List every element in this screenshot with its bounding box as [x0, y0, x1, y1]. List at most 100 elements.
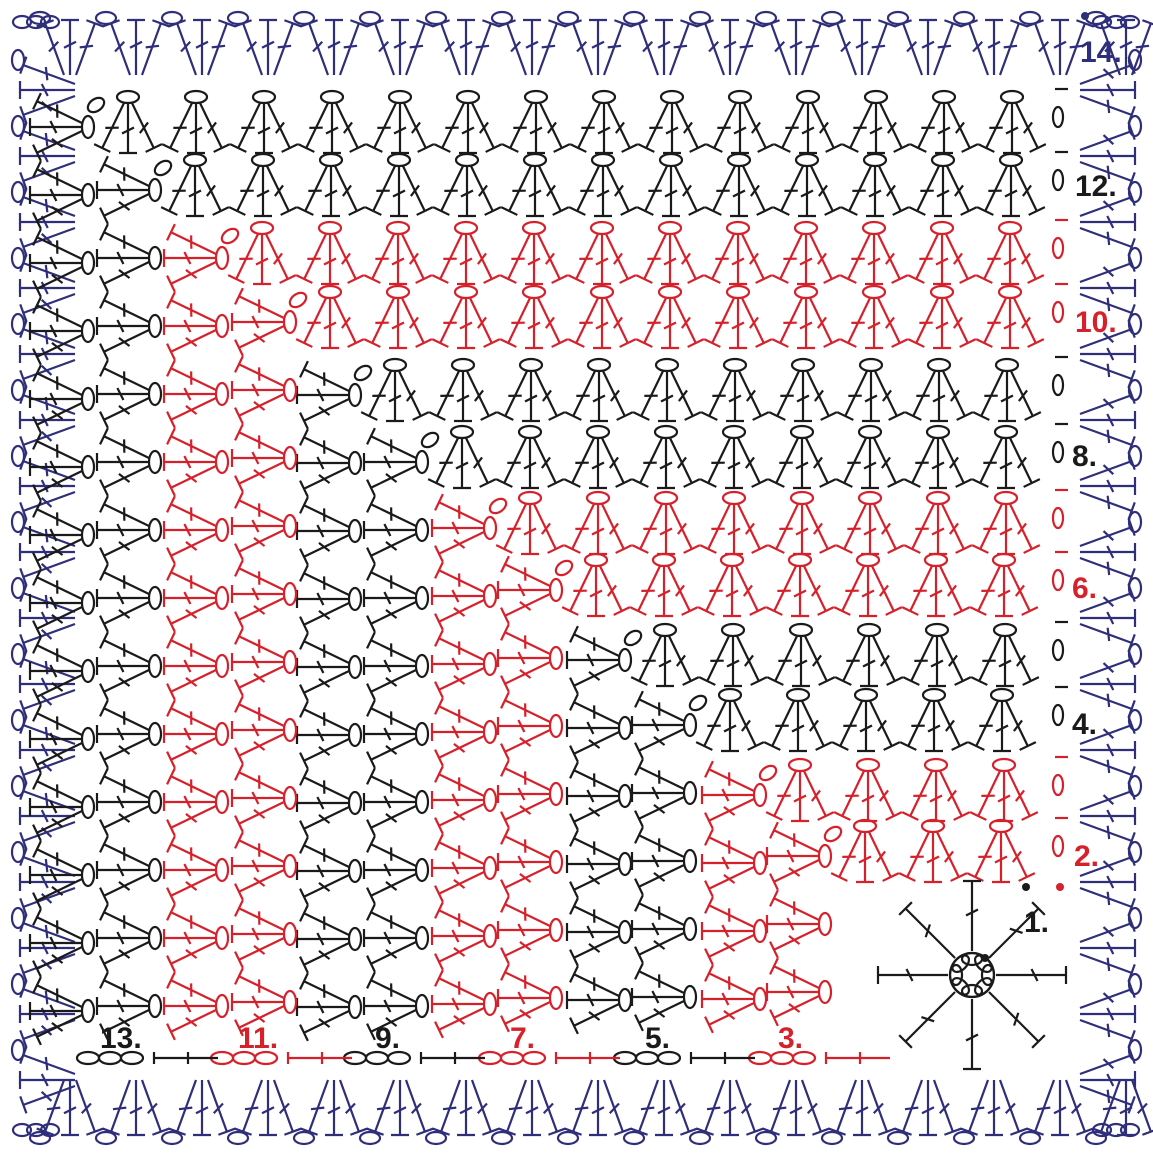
double-crochet-symbol [565, 20, 592, 75]
chain-symbol [925, 759, 947, 771]
double-crochet-symbol [501, 798, 550, 828]
double-crochet-symbol [997, 438, 1015, 488]
double-crochet-symbol [705, 867, 754, 897]
double-crochet-symbol [100, 904, 149, 934]
double-crochet-symbol [435, 970, 484, 1000]
double-crochet-symbol [856, 832, 874, 882]
chain-symbol [82, 116, 94, 138]
chain-symbol [352, 363, 374, 383]
double-crochet-symbol [127, 1080, 145, 1135]
row-10-vertical-band [232, 288, 296, 1036]
double-crochet-symbol [878, 298, 908, 347]
double-crochet-symbol [1080, 411, 1135, 429]
double-crochet-symbol [937, 832, 967, 881]
double-crochet-symbol [1080, 387, 1135, 414]
double-crochet-symbol [164, 521, 216, 539]
chain-symbol [284, 311, 296, 333]
double-crochet-symbol [836, 438, 866, 487]
double-crochet-symbol [235, 870, 284, 900]
chain-symbol [216, 723, 228, 745]
double-crochet-symbol [30, 390, 82, 408]
double-crochet-symbol [968, 701, 998, 750]
double-crochet-symbol [1015, 166, 1045, 215]
chain-symbol [96, 1132, 116, 1144]
row-13-vertical-band [30, 93, 94, 1045]
double-crochet-symbol [300, 807, 349, 837]
double-crochet-symbol [606, 234, 636, 283]
double-crochet-symbol [235, 696, 284, 726]
double-crochet-symbol [993, 701, 1011, 751]
double-crochet-symbol [632, 438, 662, 487]
double-crochet-symbol [635, 865, 684, 895]
double-crochet-symbol [632, 716, 684, 734]
chain-symbol [455, 222, 477, 234]
row-label: 7. [510, 1022, 535, 1055]
double-crochet-symbol [300, 633, 349, 663]
double-crochet-symbol [590, 371, 608, 421]
double-crochet-symbol [100, 496, 149, 526]
double-crochet-symbol [1080, 519, 1135, 546]
double-crochet-symbol [253, 234, 271, 284]
chain-symbol [822, 1132, 842, 1144]
double-crochet-symbol [232, 857, 284, 875]
double-crochet-symbol [769, 371, 799, 420]
double-crochet-symbol [699, 636, 729, 685]
chain-symbol [928, 359, 950, 371]
double-crochet-symbol [772, 298, 802, 347]
double-crochet-symbol [773, 166, 803, 215]
chain-symbol [349, 588, 361, 610]
double-crochet-symbol [501, 662, 550, 692]
chain-symbol [857, 759, 879, 771]
double-crochet-symbol [535, 371, 565, 420]
double-crochet-symbol [97, 725, 149, 743]
double-crochet-symbol [724, 636, 742, 686]
double-crochet-symbol [860, 636, 878, 686]
double-crochet-symbol [435, 766, 484, 796]
double-crochet-symbol [602, 438, 632, 487]
double-crochet-symbol [472, 20, 499, 75]
double-crochet-symbol [402, 298, 432, 347]
double-crochet-symbol [232, 449, 284, 467]
double-crochet-symbol [774, 103, 804, 152]
double-crochet-symbol [792, 636, 810, 686]
double-crochet-symbol [878, 234, 908, 283]
double-crochet-symbol [973, 371, 1003, 420]
double-crochet-symbol [33, 841, 82, 871]
double-crochet-symbol [668, 566, 698, 615]
double-crochet-symbol [498, 921, 550, 939]
chain-symbol [416, 723, 428, 745]
chain-symbol [654, 624, 676, 636]
double-crochet-symbol [789, 701, 807, 751]
double-crochet-symbol [832, 701, 862, 750]
double-crochet-symbol [20, 1005, 75, 1023]
chain-symbol [859, 426, 881, 438]
chain-symbol [349, 452, 361, 474]
double-crochet-symbol [538, 298, 568, 347]
chain-symbol [789, 759, 811, 771]
double-crochet-symbol [738, 438, 768, 487]
chain-symbol [999, 222, 1021, 234]
double-crochet-symbol [608, 103, 638, 152]
row-11-vertical-band [164, 224, 228, 1040]
double-crochet-symbol [1080, 96, 1135, 123]
double-crochet-symbol [540, 103, 570, 152]
chain-symbol [587, 426, 609, 438]
double-crochet-symbol [458, 166, 476, 216]
double-crochet-symbol [1093, 1080, 1120, 1135]
double-crochet-symbol [232, 381, 284, 399]
double-crochet-symbol [1080, 741, 1135, 759]
double-crochet-symbol [235, 666, 284, 696]
double-crochet-symbol [97, 385, 149, 403]
double-crochet-symbol [20, 321, 75, 348]
double-crochet-symbol [593, 234, 611, 284]
chain-symbol [384, 359, 406, 371]
chain-symbol [592, 154, 614, 166]
double-crochet-symbol [859, 771, 877, 821]
double-crochet-symbol [20, 981, 75, 1008]
double-crochet-symbol [867, 103, 885, 153]
double-crochet-symbol [167, 670, 216, 700]
double-crochet-symbol [670, 1080, 697, 1135]
double-crochet-symbol [453, 438, 471, 488]
double-crochet-symbol [938, 701, 968, 750]
double-crochet-symbol [600, 566, 630, 615]
